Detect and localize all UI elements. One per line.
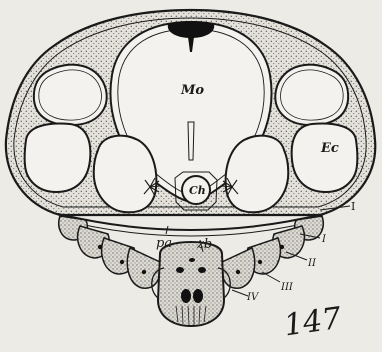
gill-arches-left (59, 216, 161, 288)
label-pa: pa (156, 236, 172, 251)
cavity-upper-left (34, 65, 107, 125)
label-ec: Ec (320, 141, 339, 156)
label-roman-iii: III (280, 282, 294, 293)
lumen-right (226, 136, 289, 213)
label-ch: Ch (189, 184, 206, 197)
ventral-slit (188, 122, 194, 160)
lumen-left (94, 136, 157, 213)
label-roman-iv: IV (246, 292, 260, 303)
label-roman-ii: II (307, 258, 317, 269)
cavity-ec (292, 124, 358, 192)
label-zb: zb (196, 237, 212, 252)
label-mo: Mo (180, 83, 204, 98)
cavity-lower-left (25, 124, 91, 192)
ventral-mass (158, 242, 224, 326)
label-roman-i: I (321, 234, 327, 245)
label-roman-upper: I (351, 200, 355, 213)
figure-number: 147 (282, 301, 344, 344)
cavity-upper-right (275, 65, 348, 125)
